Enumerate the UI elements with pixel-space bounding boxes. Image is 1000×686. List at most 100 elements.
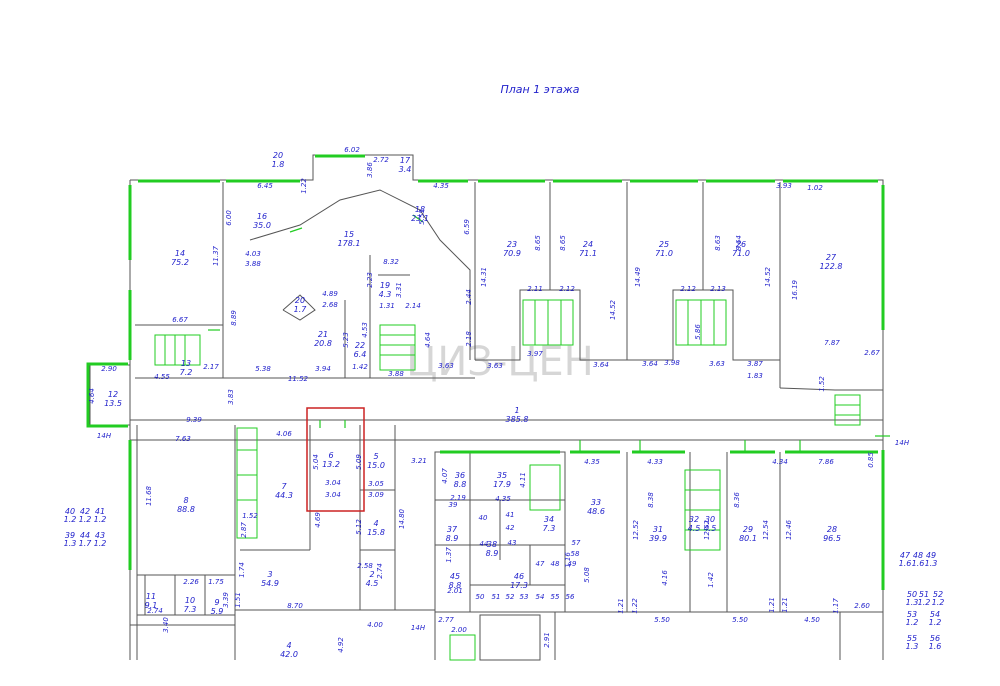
- dimension-label: 6.00: [225, 210, 233, 226]
- legend-room-number: 52: [933, 590, 943, 599]
- dimension-label: 1.17: [832, 598, 840, 614]
- dimension-label: 2.26: [183, 578, 199, 586]
- dimension-label: 3.83: [227, 389, 235, 405]
- room-number: 16: [257, 212, 267, 221]
- dimension-label: 1.21: [768, 597, 776, 613]
- dimension-label: 2.77: [438, 616, 454, 624]
- room-number: 28: [827, 525, 837, 534]
- doors: [208, 214, 890, 452]
- room-number: 34: [544, 515, 554, 524]
- dimension-label: 8.89: [230, 310, 238, 326]
- dimension-label: 1.02: [807, 184, 823, 192]
- room-area: 13.5: [104, 399, 122, 408]
- room-number: 8: [183, 496, 188, 505]
- room-number: 25: [659, 240, 669, 249]
- dimension-label: 2.23: [366, 272, 374, 288]
- legend-room-area: 1.6: [929, 642, 942, 651]
- room-number: 29: [743, 525, 753, 534]
- dimension-label: 8.63: [714, 235, 722, 251]
- dimension-label: 14.80: [398, 508, 406, 529]
- room-number: 5: [373, 452, 378, 461]
- room-area: 4.5: [704, 524, 717, 533]
- dimension-label: 8.65: [534, 235, 542, 251]
- dimension-label: 16.19: [791, 279, 799, 300]
- legend-room-area: 1.2: [94, 539, 107, 548]
- room-area: 17.9: [493, 480, 511, 489]
- dimension-label: 8.65: [559, 235, 567, 251]
- room-number: 24: [583, 240, 593, 249]
- dimension-label: 6.02: [344, 146, 360, 154]
- small-room-number: 43: [508, 539, 517, 547]
- room-number: 3: [267, 570, 272, 579]
- dimension-label: 5.04: [312, 454, 320, 470]
- small-room-number: 42: [506, 524, 515, 532]
- dimension-label: 4.53: [361, 322, 369, 338]
- room-number: 4: [373, 519, 378, 528]
- legend-room-area: 1.2: [929, 618, 942, 627]
- room-area: 7.3: [184, 605, 197, 614]
- dimension-label: 2.91: [543, 632, 551, 648]
- dimension-label: 3.98: [664, 359, 680, 367]
- dimension-label: 2.18: [465, 331, 473, 347]
- legend-room-area: 1.2: [918, 598, 931, 607]
- axis-mark: 14Н: [895, 439, 910, 447]
- room-area: 15.8: [367, 528, 385, 537]
- room-number: 2: [369, 570, 374, 579]
- small-room-number: 56: [566, 593, 575, 601]
- room-area: 35.0: [253, 221, 271, 230]
- legend-room-number: 41: [95, 507, 105, 516]
- small-room-number: 40: [479, 514, 488, 522]
- dimension-label: 7.86: [818, 458, 834, 466]
- room-number: 31: [653, 525, 663, 534]
- small-room-number: 49: [568, 560, 577, 568]
- dimension-label: 2.74: [376, 563, 384, 579]
- room-area: 8.8: [454, 480, 467, 489]
- small-room-number: 53: [520, 593, 529, 601]
- dimension-label: 4.11: [519, 472, 527, 488]
- room-number: 33: [591, 498, 601, 507]
- small-room-number: 52: [506, 593, 515, 601]
- dimension-label: 1.52: [818, 376, 826, 392]
- axis-mark: 14Н: [411, 624, 426, 632]
- dimension-label: 4.03: [245, 250, 261, 258]
- dimension-label: 11.52: [288, 375, 309, 383]
- dimension-label: 2.74: [147, 607, 163, 615]
- dimension-label: 5.23: [342, 332, 350, 348]
- dimension-label: 2.17: [203, 363, 219, 371]
- room-area: 5.9: [211, 607, 224, 616]
- legend-room-area: 1.2: [79, 515, 92, 524]
- dimension-label: 2.00: [451, 626, 467, 634]
- dimension-label: 3.97: [527, 350, 543, 358]
- dimension-label: 4.34: [772, 458, 788, 466]
- room-area: 1.8: [272, 160, 285, 169]
- room-area: 178.1: [338, 239, 361, 248]
- dimension-label: 14.52: [609, 299, 617, 320]
- room-area: 71.1: [579, 249, 597, 258]
- room-area: 8.9: [446, 534, 459, 543]
- legend-room-area: 1.2: [94, 515, 107, 524]
- room-number: 36: [455, 471, 465, 480]
- legend-room-number: 54: [930, 610, 940, 619]
- dimension-label: 5.50: [654, 616, 670, 624]
- dimension-label: 12.52: [703, 519, 711, 540]
- room-area: 4.5: [366, 579, 379, 588]
- small-room-number: 51: [492, 593, 501, 601]
- dimension-label: 3.40: [162, 617, 170, 633]
- room-number: 38: [487, 540, 497, 549]
- room-area: 1.7: [294, 305, 308, 314]
- dimension-label: 2.44: [465, 289, 473, 305]
- dimension-label: 14.31: [480, 267, 488, 287]
- legend-room-area: 1.6: [899, 559, 912, 568]
- room-area: 4.5: [688, 524, 701, 533]
- room-number: 15: [344, 230, 354, 239]
- small-room-number: 48: [551, 560, 560, 568]
- dimension-label: 1.16: [564, 552, 572, 568]
- room-area: 80.1: [739, 534, 757, 543]
- room-area: 9.1: [145, 601, 158, 610]
- dimension-label: 3.31: [395, 282, 403, 298]
- legend-room-area: 1.6: [912, 559, 925, 568]
